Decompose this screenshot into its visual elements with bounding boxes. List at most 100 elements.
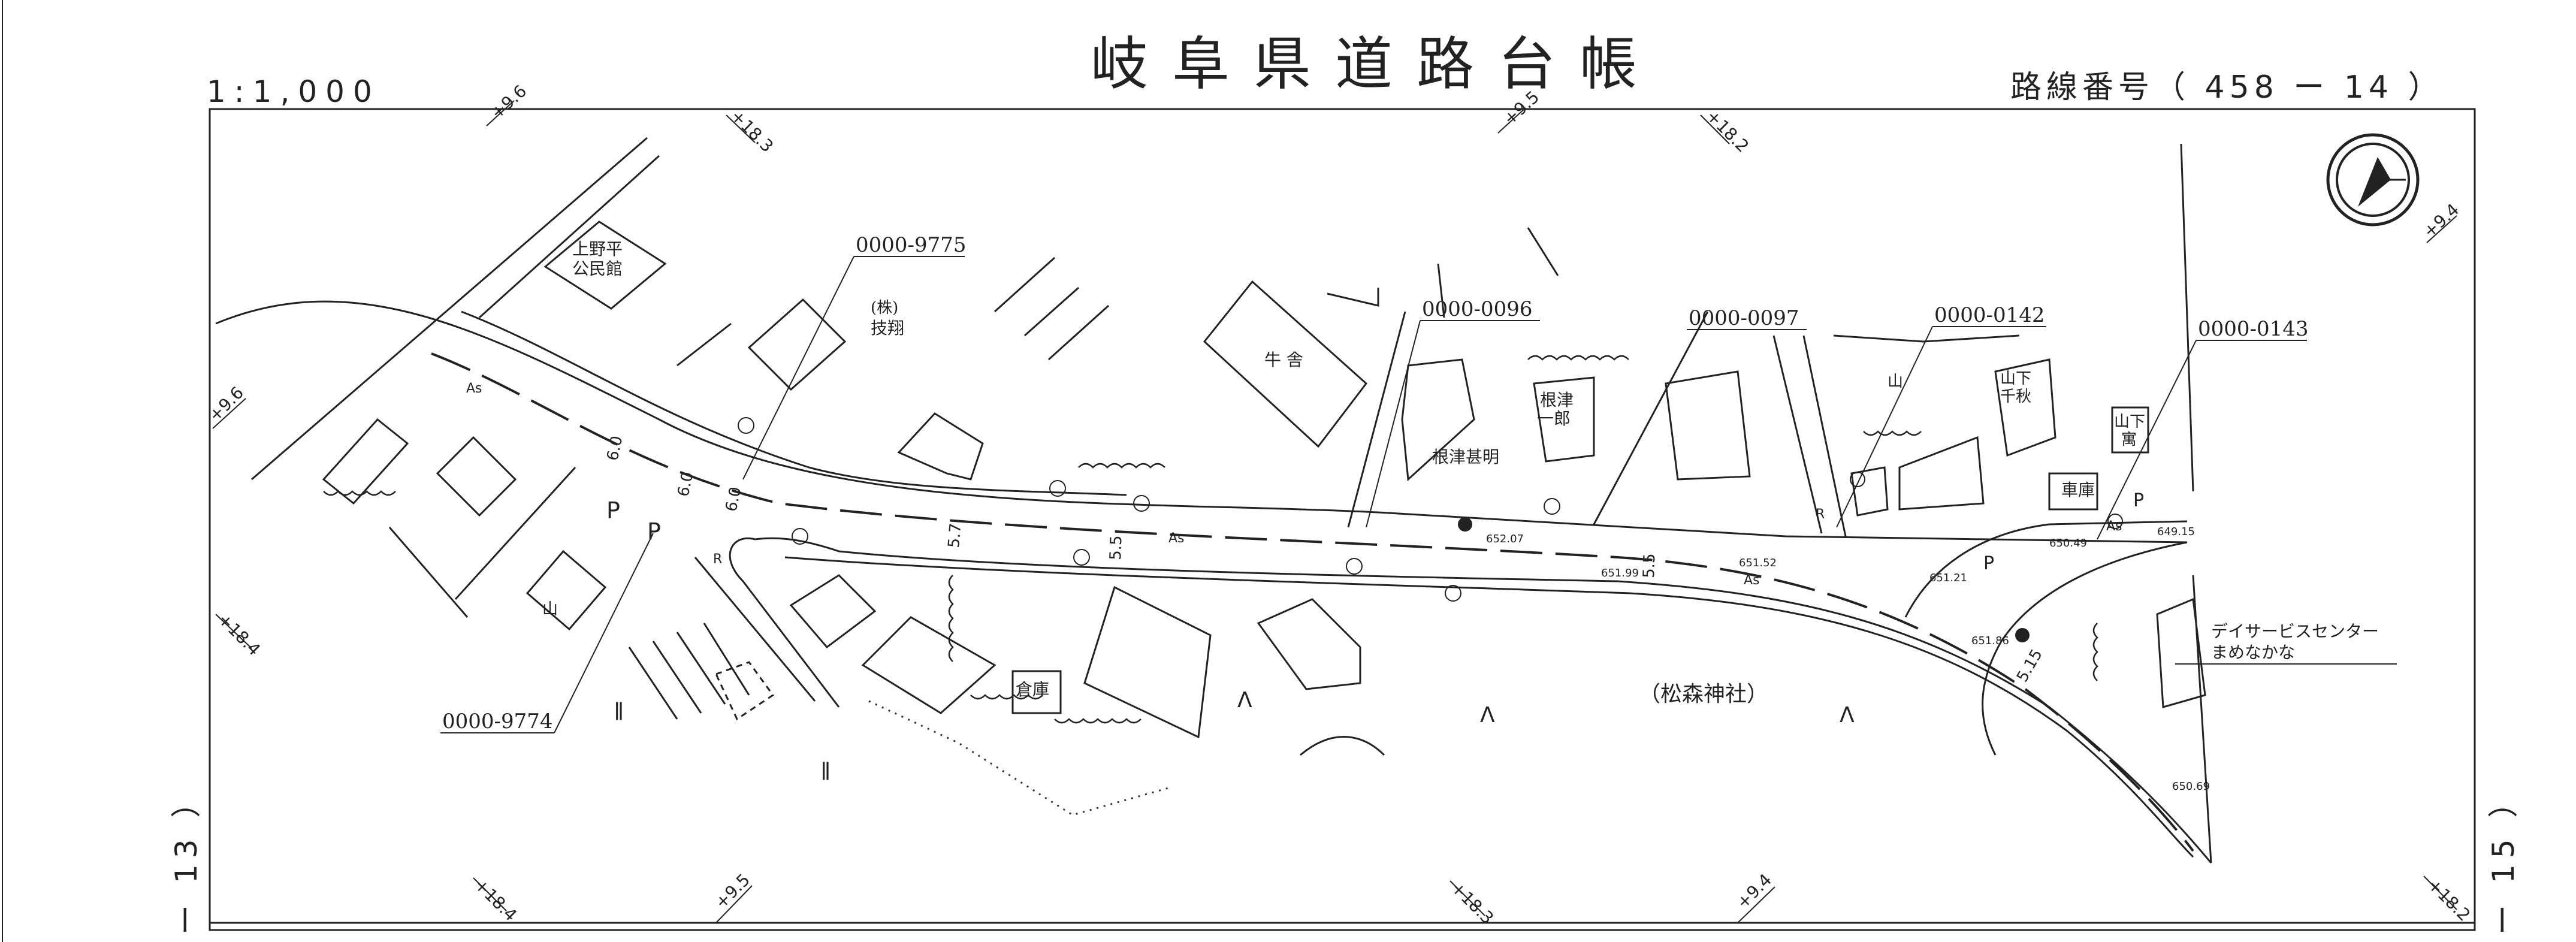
forest-symbol: Λ: [1840, 703, 1855, 727]
road-width-label: 6.0: [723, 485, 745, 514]
building: [861, 616, 996, 714]
hedges: [323, 355, 2098, 724]
grid-tick-label: +18.2: [1702, 106, 1753, 156]
building-name: 山下: [2000, 370, 2031, 388]
lot-line: [1437, 227, 1559, 318]
hedge: [323, 490, 396, 496]
spot-heights: 652.07 651.52 651.99 651.21 650.49 649.1…: [1486, 526, 2210, 793]
shrine-name: （松森神社）: [1639, 682, 1768, 707]
road-mark-r: R: [713, 552, 722, 567]
building-nezu: [1401, 358, 1475, 482]
parcel-number: 0000-0096: [1422, 297, 1533, 321]
spot-height: 651.21: [1929, 572, 1967, 584]
grid-tick-label: +9.6: [205, 383, 247, 425]
pole-icon: [1346, 558, 1363, 575]
adjacent-sheet-left: ー 13 ）: [169, 782, 204, 935]
grid-tick-label: +18.4: [470, 875, 521, 925]
grid-tick-label: +9.4: [2420, 200, 2463, 241]
building-nezu-ichiro: [1533, 376, 1595, 463]
building-kominkan: [543, 221, 667, 310]
spot-height: 651.86: [1971, 635, 2009, 647]
lot-line: [1347, 311, 1406, 528]
field-symbol: ǁ: [821, 758, 831, 781]
lot-line: [993, 256, 1110, 361]
slope-line: [1300, 736, 1385, 756]
building-day-service: [2156, 597, 2206, 708]
route-number: 路線番号（ 458 ー 14 ）: [2010, 70, 2444, 105]
building-labels: 上野平 公民館 (株) 技翔 牛 舎 根津 一郎 根津甚明 山下 千秋 山下 寓…: [572, 239, 2379, 707]
building: [1083, 585, 1212, 739]
building-gisho: [747, 298, 847, 391]
field-symbol: ǁ: [614, 698, 624, 721]
hedge: [970, 694, 1043, 700]
map-title: 岐阜県道路台帳: [1091, 31, 1661, 98]
road-width-label: 5.15: [2013, 646, 2046, 685]
parcel-number: 0000-9774: [442, 709, 553, 733]
building-dashed: [714, 661, 775, 721]
building-name: 上野平: [572, 239, 623, 259]
building: [897, 412, 984, 481]
building-yamashita: [1994, 358, 2056, 457]
building-name: 技翔: [871, 318, 904, 338]
building-shako: [2048, 472, 2098, 511]
spot-height: 650.69: [2172, 780, 2210, 793]
lot-line: [478, 155, 660, 319]
building-name: 倉庫: [1016, 680, 1049, 699]
road-mark-p: P: [606, 497, 620, 524]
building: [789, 574, 877, 649]
scale-label: 1:1,000: [207, 74, 380, 109]
building-name: 根津: [1540, 390, 1574, 410]
parcel-labels: 0000-9775 0000-0096 0000-0097 0000-0142 …: [442, 233, 2309, 733]
building-name: 公民館: [572, 259, 623, 279]
building-name: (株): [871, 299, 898, 317]
building: [1257, 598, 1361, 690]
lot-line: [2180, 143, 2212, 864]
road-width-label: 5.5: [1107, 535, 1125, 560]
hedge: [1863, 430, 1922, 436]
north-arrow-icon: [2326, 133, 2420, 227]
building: [1665, 370, 1751, 481]
building-name: 千秋: [2000, 388, 2031, 406]
road-shoulder-north: [461, 310, 1127, 496]
grid-tick-label: +18.2: [2424, 875, 2474, 925]
spot-height: 652.07: [1486, 533, 1524, 545]
spot-height: 651.99: [1601, 567, 1639, 579]
parcel-number: 0000-0143: [2198, 317, 2309, 341]
mountain-symbol: 山: [1888, 373, 1903, 391]
lot-line: [677, 322, 732, 367]
spot-height: 650.49: [2049, 537, 2087, 550]
spot-height: 651.52: [1739, 557, 1777, 569]
building-gyusha: [1203, 280, 1368, 448]
spot-height: 649.15: [2157, 526, 2195, 538]
building: [1850, 466, 1889, 517]
hedge: [1527, 355, 1629, 361]
forest-symbol: Λ: [1237, 688, 1252, 712]
side-road-edge: [1802, 335, 1847, 537]
road-edge-north: [215, 300, 2188, 544]
building-name: 根津甚明: [1432, 447, 1499, 467]
building-name: 牛 舎: [1264, 350, 1303, 370]
parcel-leaders: [440, 256, 2307, 733]
hedge: [1078, 463, 1165, 469]
side-road-edge: [1772, 335, 1823, 534]
building-soko: [1011, 670, 1062, 714]
hedge: [1054, 718, 1141, 724]
road-width-label: 6.0: [675, 470, 697, 499]
utility-poles: [738, 417, 2123, 642]
manhole-icon: [1458, 517, 1472, 532]
grid-tick-label: +9.6: [487, 81, 531, 123]
pole-icon: [1049, 480, 1066, 497]
parcel-number: 0000-0097: [1689, 306, 1799, 330]
grid-tick-label: +18.4: [214, 609, 264, 660]
building-name: 車庫: [2061, 480, 2095, 500]
parking-stripes: [628, 623, 750, 720]
pole-icon: [738, 417, 754, 434]
lot-line: [388, 466, 576, 618]
building-name: 山下: [2114, 413, 2145, 431]
hedge: [948, 575, 954, 662]
pole-icon: [1850, 472, 1865, 487]
building: [322, 418, 409, 505]
grid-tick-label: +18.3: [1447, 878, 1497, 928]
